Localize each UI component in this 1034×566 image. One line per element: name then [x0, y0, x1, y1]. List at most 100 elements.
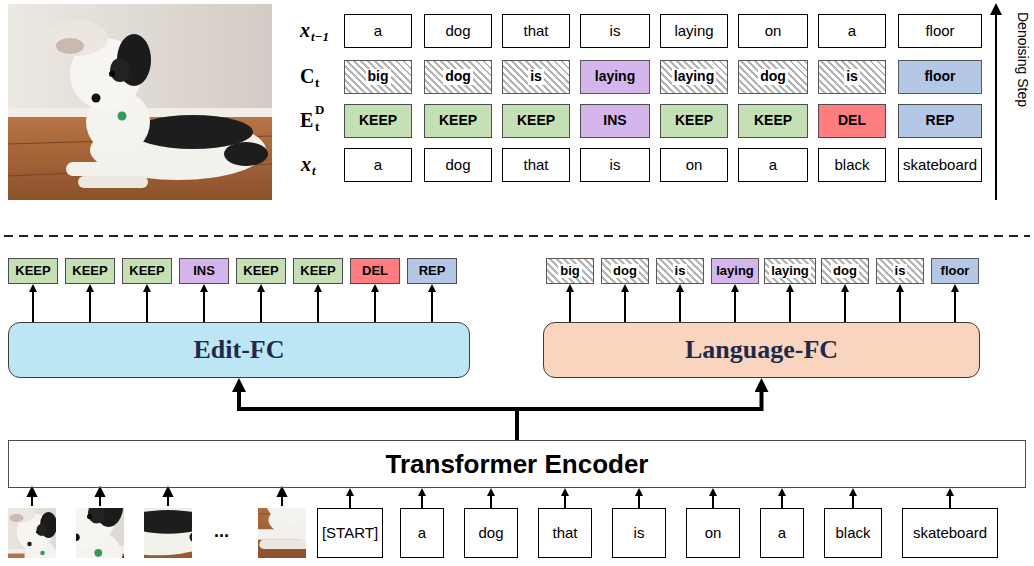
candidate-token: laying — [660, 60, 728, 94]
node-text: Edit-FC — [194, 336, 285, 365]
node-text: big — [366, 69, 391, 84]
node-text: is — [634, 525, 645, 542]
arrow-connector — [949, 496, 951, 508]
arrow-connector — [260, 292, 262, 322]
arrow-connector — [852, 496, 854, 508]
node-text: INS — [193, 264, 215, 278]
row-symbol: x — [301, 154, 311, 174]
input-token: skateboard — [902, 508, 998, 558]
token-box: is — [580, 14, 650, 48]
candidate-token: is — [818, 60, 886, 94]
arrow-connector — [569, 292, 571, 322]
token-box: is — [580, 148, 650, 182]
node-text: REP — [419, 264, 446, 278]
edit-tag: INS — [580, 104, 650, 138]
token-box: that — [502, 14, 570, 48]
node-text: is — [610, 23, 621, 40]
arrow-connector — [712, 496, 714, 508]
candidate-token: dog — [821, 258, 869, 284]
arrow-connector — [844, 292, 846, 322]
node-text: Transformer Encoder — [386, 450, 649, 479]
image-patch — [0, 456, 228, 566]
edit-tag: DEL — [818, 104, 886, 138]
token-box: on — [738, 14, 808, 48]
denoising-arrow — [990, 3, 1002, 200]
node-text: KEEP — [15, 264, 50, 278]
node-text: laying — [716, 264, 754, 278]
input-token: is — [612, 508, 666, 558]
edit-tag: REP — [898, 104, 982, 138]
candidate-token: dog — [424, 60, 492, 94]
row-symbol: x — [300, 20, 310, 40]
node-text: on — [765, 23, 782, 40]
arrow-connector — [624, 292, 626, 322]
candidate-token: big — [344, 60, 412, 94]
candidate-token: dog — [601, 258, 649, 284]
token-box: laying — [660, 14, 728, 48]
edit-tag: KEEP — [236, 258, 286, 284]
edit-fc-head: Edit-FC — [8, 322, 470, 378]
node-text: KEEP — [300, 264, 335, 278]
node-text: dog — [443, 69, 473, 84]
node-text: dog — [445, 157, 470, 174]
token-box: dog — [424, 148, 492, 182]
edit-tag: KEEP — [344, 104, 412, 138]
arrow-connector — [239, 392, 517, 440]
node-text: a — [778, 525, 786, 542]
node-text: Language-FC — [685, 336, 838, 365]
node-text: is — [893, 264, 908, 278]
input-token: a — [760, 508, 804, 558]
node-text: dog — [758, 69, 788, 84]
arrow-connector — [781, 496, 783, 508]
node-text: is — [528, 69, 544, 84]
arrow-connector — [517, 392, 762, 440]
candidate-token: laying — [764, 258, 816, 284]
arrow-connector — [317, 292, 319, 322]
row-symbol: t — [315, 120, 319, 133]
node-text: laying — [769, 264, 811, 278]
candidate-token: floor — [931, 258, 979, 284]
arrow-connector — [32, 292, 34, 322]
arrow-connector — [954, 292, 956, 322]
node-text: black — [835, 525, 870, 542]
node-text: KEEP — [359, 113, 397, 128]
arrow-connector — [734, 292, 736, 322]
ellipsis: ... — [214, 522, 229, 540]
node-text: floor — [924, 69, 955, 84]
candidate-token: big — [546, 258, 594, 284]
arrow-connector — [431, 292, 433, 322]
node-text: KEEP — [243, 264, 278, 278]
candidate-token: is — [502, 60, 570, 94]
candidate-token: laying — [580, 60, 650, 94]
edit-tag: KEEP — [424, 104, 492, 138]
arrow-connector — [146, 292, 148, 322]
node-text: black — [834, 157, 869, 174]
input-token: black — [824, 508, 882, 558]
node-text: that — [523, 157, 548, 174]
token-box: dog — [424, 14, 492, 48]
node-text: a — [374, 23, 382, 40]
node-text: big — [558, 264, 582, 278]
image-patch — [40, 433, 223, 566]
node-text: skateboard — [913, 525, 987, 542]
edit-tag: KEEP — [738, 104, 808, 138]
node-text: laying — [595, 69, 635, 84]
node-text: a — [848, 23, 856, 40]
node-text: that — [523, 23, 548, 40]
token-box: floor — [898, 14, 982, 48]
node-text: dog — [831, 264, 859, 278]
node-text: dog — [445, 23, 470, 40]
row-symbol: t−1 — [311, 30, 329, 43]
candidate-token: is — [656, 258, 704, 284]
node-text: dog — [611, 264, 639, 278]
node-text: floor — [925, 23, 954, 40]
node-text: DEL — [838, 113, 866, 128]
arrow-connector — [349, 496, 351, 508]
node-text: DEL — [362, 264, 388, 278]
arrow-connector — [564, 496, 566, 508]
input-token: that — [538, 508, 592, 558]
node-text: KEEP — [129, 264, 164, 278]
edit-tag: KEEP — [65, 258, 115, 284]
